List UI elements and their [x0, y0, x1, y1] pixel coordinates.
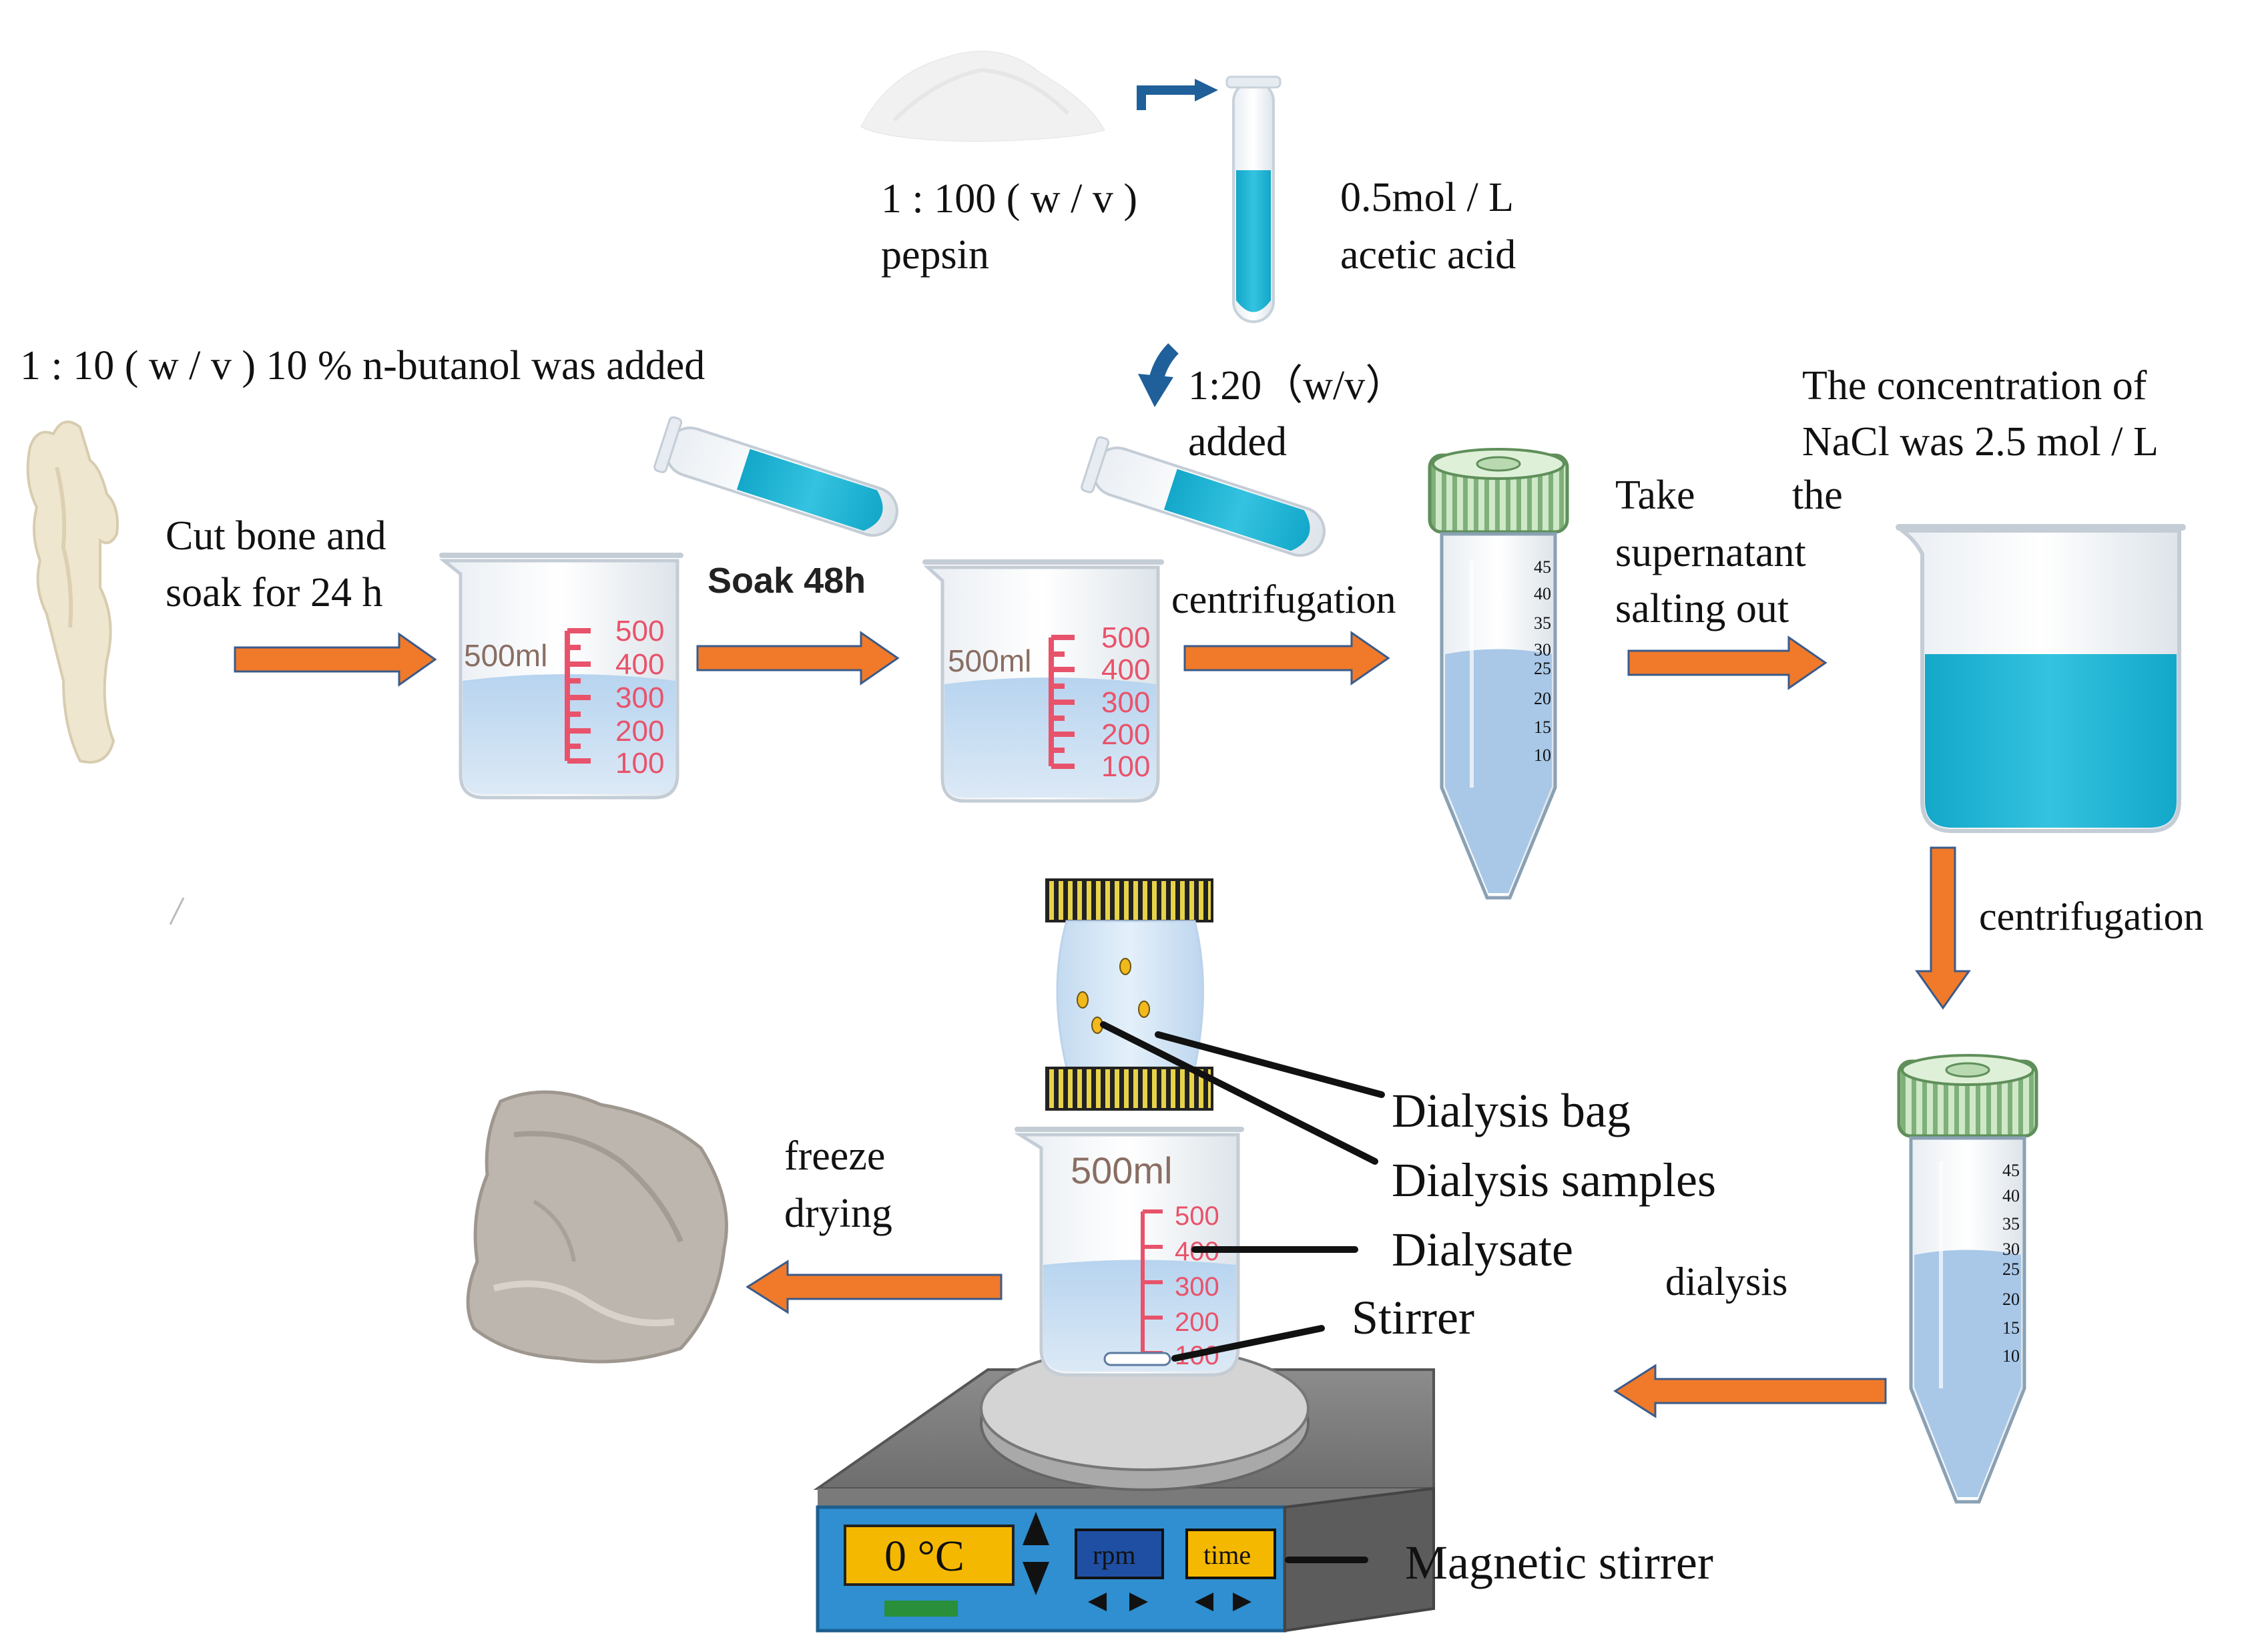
tube-2-tick: 30 [2002, 1240, 2020, 1259]
beaker-1-tick: 400 [615, 648, 664, 681]
take-line1: Take [1615, 473, 1695, 518]
cut-bone-line2: soak for 24 h [166, 570, 382, 615]
magnetic-stirrer-device: 0 °C rpm time [813, 1346, 1435, 1633]
pepsin-label: pepsin [881, 232, 989, 278]
centrifugation-1-label: centrifugation [1171, 577, 1396, 621]
take-line3: salting out [1615, 586, 1789, 631]
added-label: added [1188, 419, 1287, 465]
dried-collagen-product [466, 1090, 728, 1364]
dialysis-beaker: 500ml 500 400 300 200 100 [1014, 1127, 1244, 1377]
magnetic-stirrer-label: Magnetic stirrer [1405, 1536, 1713, 1589]
tube-2-tick: 10 [2002, 1346, 2020, 1366]
stirrer-label: Stirrer [1352, 1291, 1474, 1344]
freeze-line1: freeze [784, 1133, 885, 1179]
dialysis-bag-label: Dialysis bag [1392, 1084, 1631, 1137]
tube-1-tick: 30 [1534, 640, 1551, 659]
dialysis-beaker-tick: 500 [1175, 1201, 1219, 1231]
stray-mark [169, 897, 185, 925]
tube-1-tick: 20 [1534, 689, 1551, 708]
arrow-down [1915, 846, 1971, 1010]
nacl-line1: The concentration of [1802, 363, 2147, 408]
centrifugation-2-label: centrifugation [1979, 894, 2204, 938]
beaker-1-tick: 300 [615, 681, 664, 714]
curved-arrow-head-icon [1138, 374, 1173, 407]
beaker-2-tick: 500 [1101, 621, 1150, 654]
tube-2-tick: 15 [2002, 1318, 2020, 1338]
tube-1-tick: 15 [1534, 718, 1551, 737]
rpm-arrows-icon[interactable] [1088, 1593, 1148, 1611]
added-ratio: 1:20（w/v） [1188, 363, 1406, 408]
salting-beaker [1896, 524, 2186, 833]
beaker-1-tick: 200 [615, 715, 664, 748]
beaker-2-volume: 500ml [948, 643, 1031, 678]
dialysis-bag [1045, 878, 1213, 1111]
beaker-2-tick: 400 [1101, 653, 1150, 686]
acetic-acid-label: acetic acid [1340, 232, 1516, 278]
dialysis-beaker-tick: 200 [1175, 1308, 1219, 1337]
beaker-2-tick: 200 [1101, 718, 1150, 751]
take-line2: supernatant [1615, 530, 1806, 575]
beaker-1: 500ml 500 400 300 200 100 [439, 553, 683, 800]
stir-bar [1103, 1352, 1171, 1366]
temperature-display: 0 °C [884, 1532, 964, 1581]
butanol-ratio: 1 : 10 ( w / v ) 10 % n-butanol was adde… [20, 343, 705, 388]
tube-2-tick: 20 [2002, 1290, 2020, 1309]
tube-1-tick: 10 [1534, 746, 1551, 765]
chicken-bone [26, 421, 119, 764]
dialysis-sample-dot [1077, 991, 1089, 1009]
beaker-1-tick: 100 [615, 747, 664, 780]
pepsin-powder [860, 51, 1105, 142]
arrow-left-1 [1613, 1364, 1887, 1418]
dialysis-samples-label: Dialysis samples [1392, 1153, 1716, 1207]
beaker-2-tick: 100 [1101, 750, 1150, 783]
tilted-tube-1 [653, 416, 898, 537]
time-arrows-icon[interactable] [1195, 1593, 1251, 1611]
beaker-2: 500ml 500 400 300 200 100 [922, 559, 1164, 803]
temp-up-down-icon[interactable] [1023, 1512, 1049, 1595]
acetic-acid-concentration: 0.5mol / L [1340, 175, 1514, 220]
nacl-line2: NaCl was 2.5 mol / L [1802, 419, 2159, 465]
dialysis-sample-dot [1138, 1001, 1150, 1018]
tube-2-tick: 40 [2002, 1186, 2020, 1205]
rpm-label: rpm [1093, 1540, 1135, 1570]
arrow-right-3 [1183, 631, 1390, 685]
arrow-right-4 [1627, 635, 1827, 690]
centrifuge-tube-1: 45 40 35 30 25 20 15 10 [1428, 448, 1569, 900]
time-label: time [1203, 1540, 1251, 1570]
centrifuge-tube-2: 45 40 35 30 25 20 15 10 [1897, 1054, 2038, 1504]
dialysis-beaker-volume: 500ml [1071, 1149, 1173, 1191]
tube-2-tick: 45 [2002, 1161, 2020, 1180]
tube-1-tick: 45 [1534, 557, 1551, 577]
beaker-2-tick: 300 [1101, 686, 1150, 719]
rpm-button[interactable] [1075, 1529, 1164, 1579]
freeze-line2: drying [784, 1191, 892, 1236]
tilted-tube-2 [1081, 436, 1326, 557]
beaker-1-volume: 500ml [464, 638, 547, 673]
tube-1-tick: 25 [1534, 659, 1551, 678]
arrow-right-1 [234, 632, 437, 687]
acetic-acid-tube [1225, 75, 1282, 323]
power-indicator [884, 1601, 958, 1617]
cut-bone-line1: Cut bone and [166, 513, 386, 559]
dialysis-label: dialysis [1665, 1260, 1787, 1304]
soak-48h-label: Soak 48h [708, 561, 866, 601]
dialysis-beaker-tick: 300 [1175, 1272, 1219, 1302]
tube-2-tick: 35 [2002, 1214, 2020, 1233]
arrow-right-2 [696, 631, 900, 685]
dialysis-sample-dot [1119, 958, 1131, 975]
beaker-1-tick: 500 [615, 615, 664, 647]
pepsin-ratio: 1 : 100 ( w / v ) [881, 176, 1137, 222]
take-line1-the: the [1792, 473, 1843, 518]
bent-arrow-icon [1137, 79, 1218, 110]
time-button[interactable] [1185, 1529, 1276, 1579]
dialysate-label: Dialysate [1392, 1223, 1573, 1276]
callout-lines [1100, 1021, 1385, 1563]
arrow-left-2 [746, 1260, 1003, 1314]
tube-1-tick: 40 [1534, 584, 1551, 603]
tube-1-tick: 35 [1534, 613, 1551, 633]
tube-2-tick: 25 [2002, 1260, 2020, 1279]
